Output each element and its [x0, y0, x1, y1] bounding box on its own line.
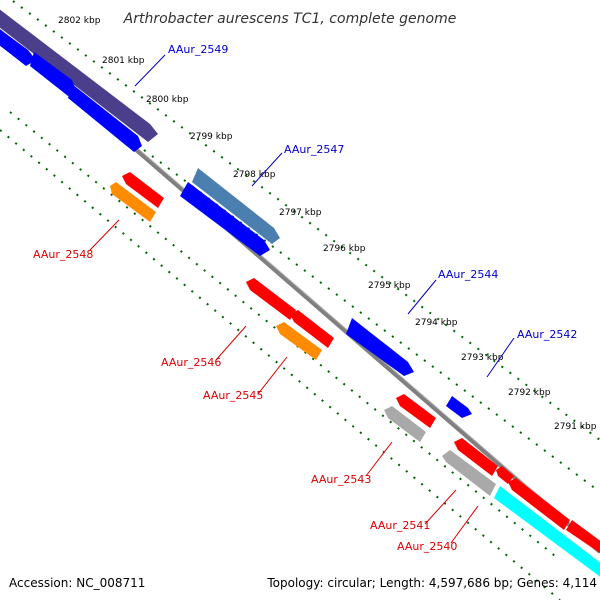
- scale-label: 2801 kbp: [102, 56, 145, 66]
- inner-tick-track: [9, 111, 561, 561]
- gene-aaur-2540: [494, 486, 600, 577]
- scale-labels: 2802 kbp 2801 kbp 2800 kbp 2799 kbp 2798…: [58, 16, 597, 432]
- scale-label: 2796 kbp: [323, 244, 366, 254]
- scale-label: 2791 kbp: [554, 422, 597, 432]
- gene-aaur-2546: [246, 278, 296, 320]
- gene-aaur-2549c: [68, 84, 142, 152]
- gene-aaur-2547: [180, 182, 270, 256]
- gene-aaur-2540b: [566, 520, 600, 554]
- scale-label: 2794 kbp: [415, 318, 458, 328]
- forward-genes: [0, 9, 472, 418]
- gene-label-aaur-2549[interactable]: AAur_2549: [168, 43, 228, 56]
- gene-aaur-2544: [346, 318, 414, 376]
- scale-label: 2792 kbp: [508, 388, 551, 398]
- gene-aaur-2543b: [384, 406, 426, 442]
- inner-tick-track-2: [0, 129, 561, 600]
- gene-aaur-2543: [396, 394, 436, 428]
- gene-aaur-2541: [454, 438, 498, 476]
- gene-aaur-2540a: [508, 478, 570, 530]
- gene-label-aaur-2547[interactable]: AAur_2547: [284, 143, 344, 156]
- gene-aaur-2546b: [290, 310, 334, 348]
- gene-aaur-2545: [276, 322, 322, 360]
- gene-label-aaur-2543[interactable]: AAur_2543: [311, 473, 371, 486]
- gene-aaur-2549: [0, 29, 36, 66]
- gene-aaur-2541b: [496, 466, 514, 484]
- scale-label: 2799 kbp: [190, 132, 233, 142]
- scale-label: 2795 kbp: [368, 281, 411, 291]
- scale-label: 2802 kbp: [58, 16, 101, 26]
- gene-aaur-2541-gray: [442, 450, 496, 496]
- gene-label-aaur-2544[interactable]: AAur_2544: [438, 268, 498, 281]
- scale-label: 2797 kbp: [279, 208, 322, 218]
- outer-tick-track: [10, 0, 600, 441]
- gene-aaur-2548: [122, 172, 164, 208]
- gene-aaur-2549b: [30, 52, 76, 96]
- gene-aaur-2549-outer: [0, 9, 158, 142]
- gene-label-aaur-2540[interactable]: AAur_2540: [397, 540, 457, 553]
- scale-label: 2793 kbp: [461, 353, 504, 363]
- gene-labels: AAur_2549 AAur_2547 AAur_2544 AAur_2542 …: [33, 43, 577, 553]
- scale-label: 2800 kbp: [146, 95, 189, 105]
- gene-label-aaur-2546[interactable]: AAur_2546: [161, 356, 221, 369]
- gene-aaur-2547-outer: [192, 168, 280, 244]
- map-title: Arthrobacter aurescens TC1, complete gen…: [123, 11, 457, 27]
- gene-label-aaur-2548[interactable]: AAur_2548: [33, 248, 93, 261]
- scale-label: 2798 kbp: [233, 170, 276, 180]
- topology-summary: Topology: circular; Length: 4,597,686 bp…: [266, 576, 597, 590]
- forward-label-leaders: [134, 54, 515, 378]
- gene-label-aaur-2545[interactable]: AAur_2545: [203, 389, 263, 402]
- accession-text: Accession: NC_008711: [9, 576, 145, 590]
- gene-label-aaur-2541[interactable]: AAur_2541: [370, 519, 430, 532]
- gene-aaur-2542: [446, 396, 472, 418]
- reverse-label-leaders: [89, 219, 479, 544]
- gene-aaur-2548b: [110, 182, 156, 222]
- gene-label-aaur-2542[interactable]: AAur_2542: [517, 328, 577, 341]
- reverse-genes: [110, 172, 600, 577]
